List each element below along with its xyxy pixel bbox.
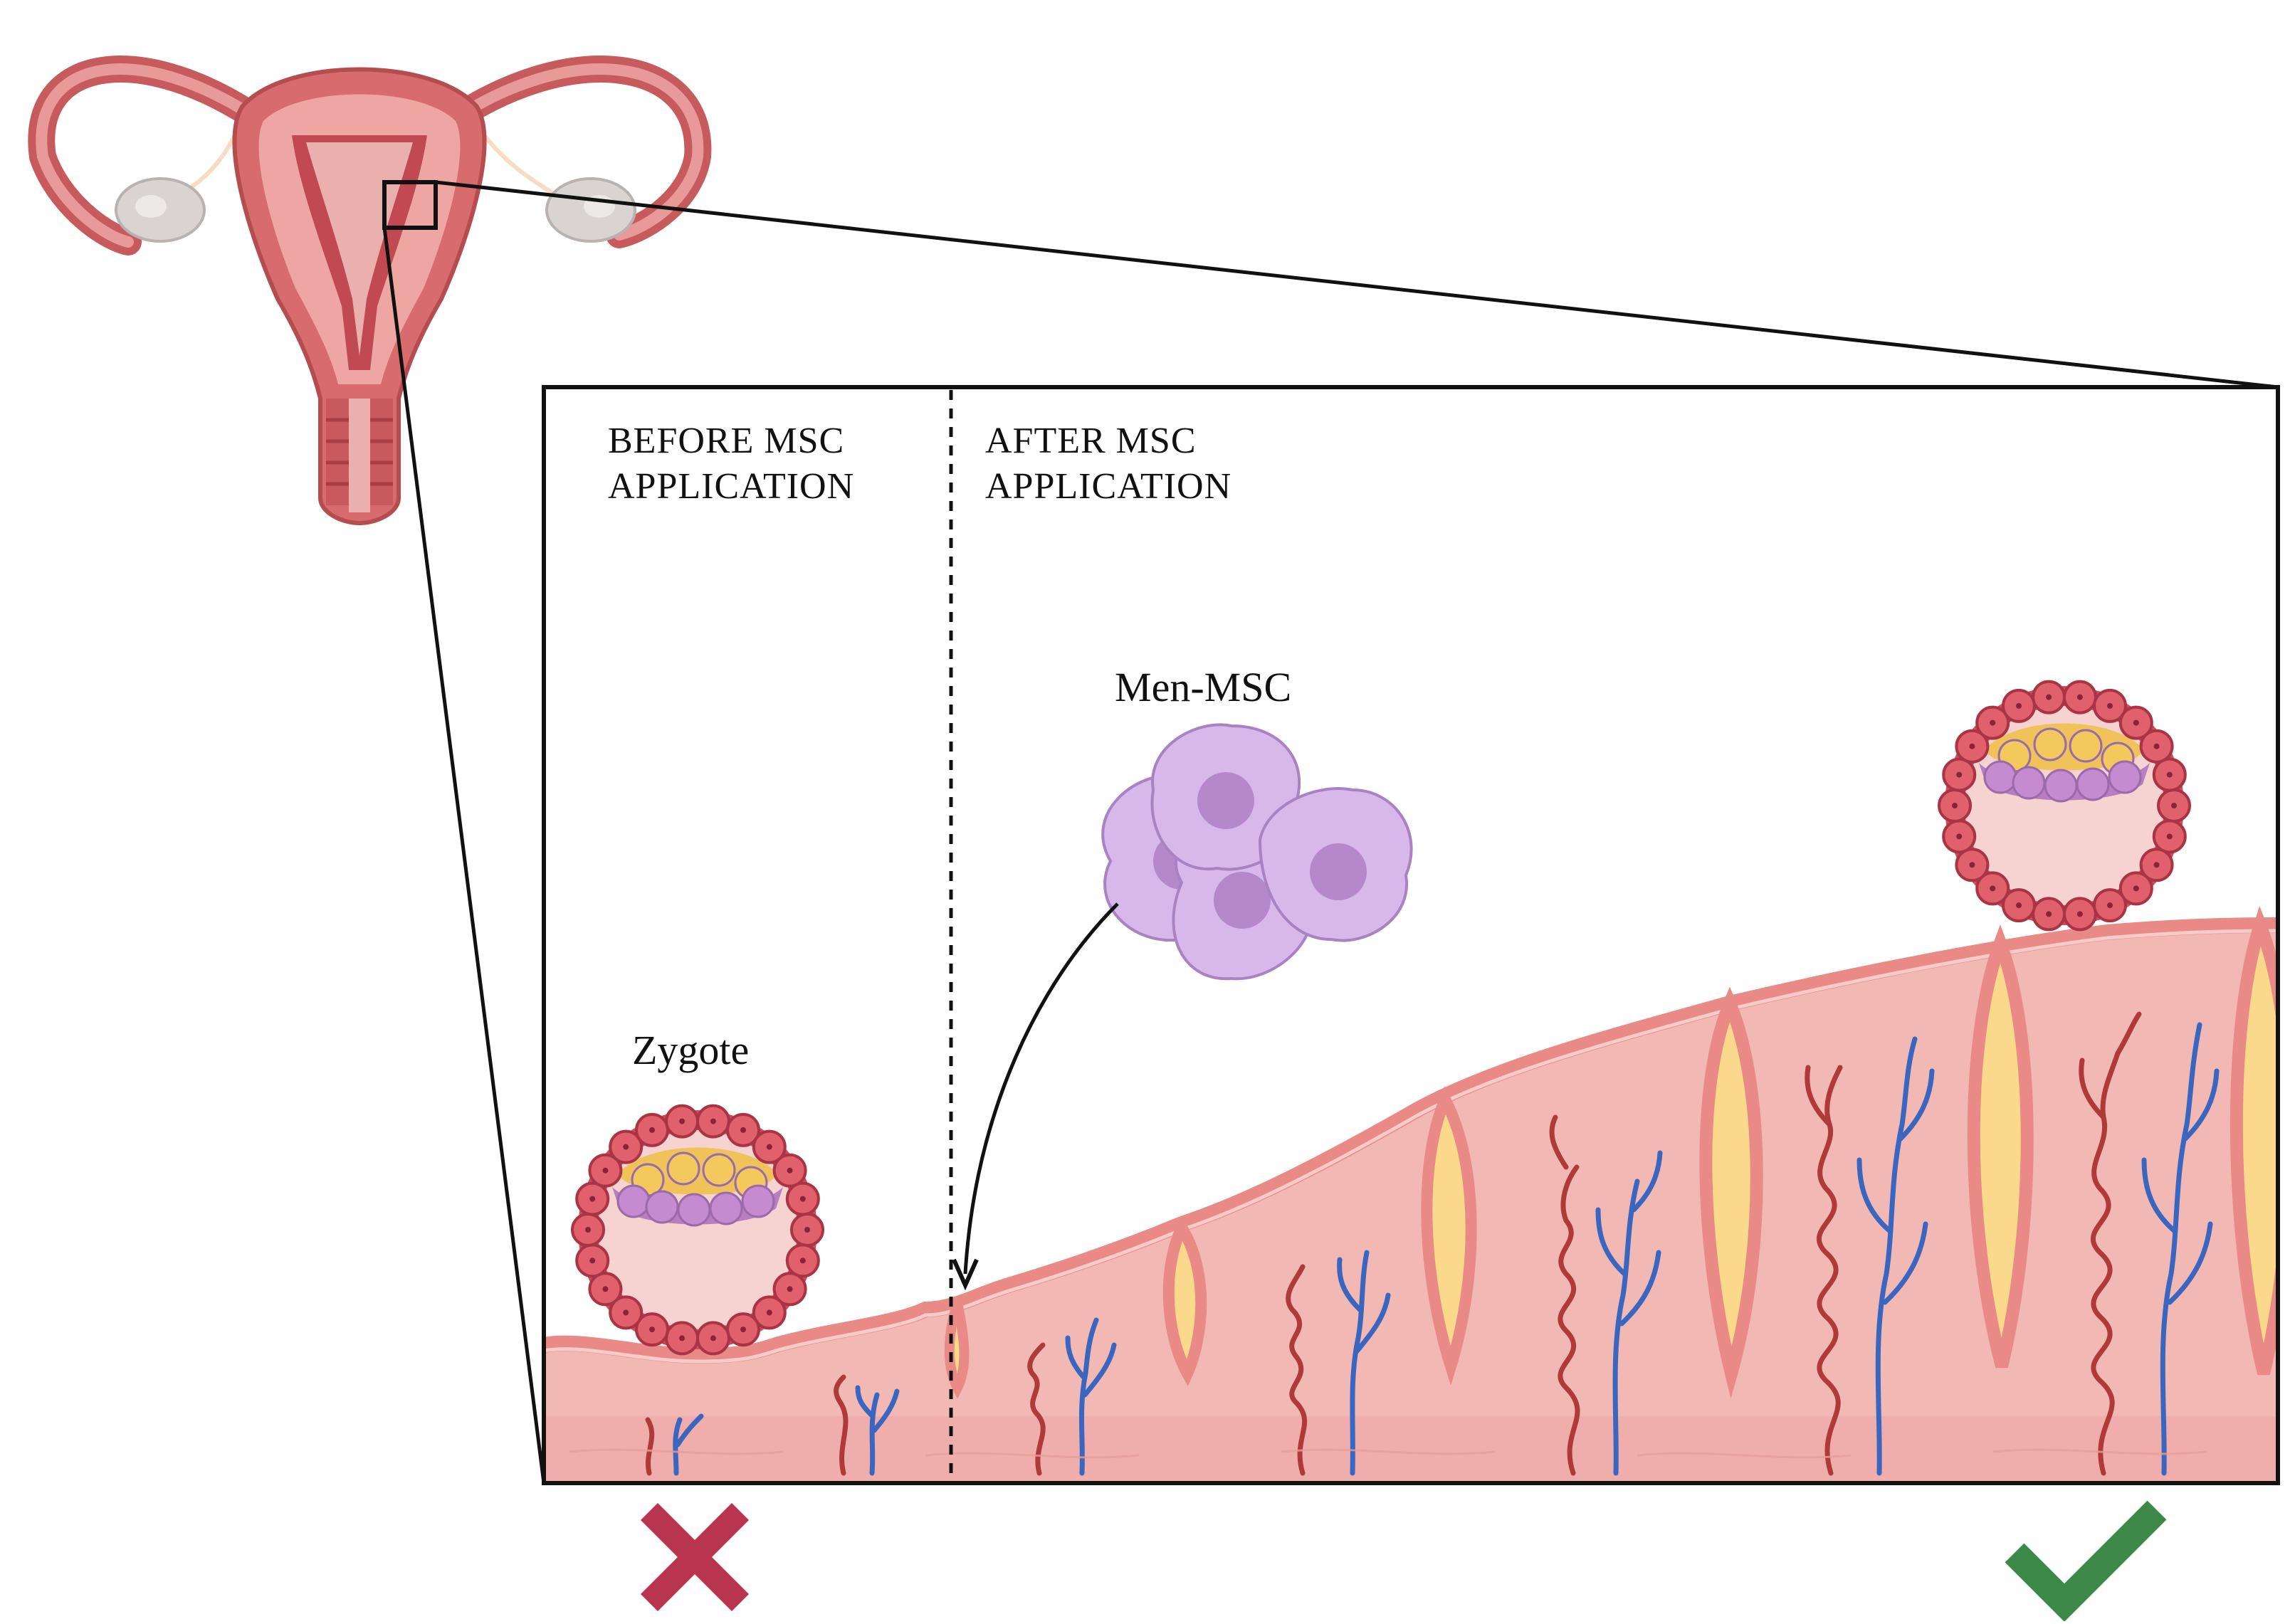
trophoblast-nucleus	[2107, 902, 2113, 909]
zygote-after	[1938, 680, 2191, 932]
trophoblast-nucleus	[1990, 719, 1996, 726]
zoom-panel	[542, 385, 2280, 1485]
trophoblast-nucleus	[799, 1196, 806, 1202]
zoom-line-top	[435, 180, 2279, 389]
trophoblast-nucleus	[2076, 911, 2083, 917]
cross-icon	[640, 1502, 750, 1612]
trophoblast-nucleus	[2171, 803, 2177, 808]
trophoblast-nucleus	[740, 1127, 746, 1133]
before-label: BEFORE MSC APPLICATION	[608, 418, 921, 510]
trophoblast-nucleus	[1956, 833, 1963, 840]
application-arrow	[963, 902, 1119, 1275]
trophoblast-nucleus	[1952, 803, 1958, 808]
trophoblast-nucleus	[766, 1144, 772, 1150]
after-label: AFTER MSC APPLICATION	[985, 418, 1298, 510]
trophoblast-nucleus	[649, 1327, 655, 1333]
veins	[673, 1022, 2220, 1476]
trophoblast-nucleus	[740, 1327, 746, 1333]
trophoblast-nucleus	[787, 1286, 793, 1292]
trophoblast-nucleus	[585, 1227, 591, 1233]
trophoblast-nucleus	[2166, 833, 2173, 840]
zygote-before	[571, 1104, 824, 1356]
trophoblast-nucleus	[1990, 885, 1996, 892]
inner-cell-mass-cell	[645, 1190, 679, 1224]
uterus-illustration	[28, 56, 712, 526]
check-icon	[2005, 1500, 2167, 1622]
uterine-glands	[944, 906, 2278, 1399]
trophoblast-nucleus	[2166, 771, 2173, 778]
inner-cell-mass-cell	[616, 1184, 651, 1218]
trophoblast-nucleus	[710, 1335, 716, 1341]
trophoblast-nucleus	[623, 1309, 629, 1316]
trophoblast-nucleus	[2153, 862, 2160, 868]
trophoblast-nucleus	[649, 1127, 655, 1133]
inner-cell-mass-cell	[741, 1184, 775, 1218]
trophoblast-nucleus	[1969, 862, 1975, 868]
after-label-line2: APPLICATION	[985, 466, 1232, 507]
zoom-line-bottom	[382, 227, 546, 1484]
trophoblast-nucleus	[710, 1118, 716, 1124]
trophoblast-nucleus	[602, 1167, 609, 1174]
trophoblast-nucleus	[2046, 911, 2052, 917]
trophoblast-nucleus	[2133, 719, 2139, 726]
inner-cell-mass-cell	[2108, 760, 2142, 794]
inner-cell-mass-cell	[2069, 729, 2103, 763]
trophoblast-nucleus	[799, 1257, 806, 1264]
trophoblast-nucleus	[2107, 702, 2113, 709]
trophoblast-nucleus	[804, 1227, 810, 1233]
inner-cell-mass-cell	[709, 1191, 743, 1225]
inner-cell-mass-cell	[666, 1151, 700, 1186]
zygote-label: Zygote	[632, 1027, 750, 1073]
trophoblast-nucleus	[2076, 694, 2083, 700]
inner-cell-mass-cell	[2076, 767, 2110, 801]
before-label-line1: BEFORE MSC	[608, 421, 845, 461]
inner-cell-mass-cell	[702, 1153, 736, 1187]
trophoblast-nucleus	[602, 1286, 609, 1292]
after-label-line1: AFTER MSC	[985, 421, 1197, 461]
inner-cell-mass-cell	[2044, 769, 2078, 803]
trophoblast-nucleus	[2016, 702, 2022, 709]
trophoblast-nucleus	[2133, 885, 2139, 892]
trophoblast-nucleus	[2016, 902, 2022, 909]
men-msc-cluster	[1101, 723, 1413, 981]
inner-cell-mass-cell	[2012, 766, 2046, 800]
trophoblast-nucleus	[623, 1144, 629, 1150]
spiral-arteries	[645, 1011, 2142, 1476]
trophoblast-nucleus	[589, 1196, 596, 1202]
trophoblast-nucleus	[589, 1257, 596, 1264]
inner-cell-mass-cell	[2033, 727, 2067, 761]
inner-cell-mass-cell	[677, 1193, 711, 1227]
trophoblast-nucleus	[679, 1335, 686, 1341]
trophoblast-nucleus	[2046, 694, 2052, 700]
trophoblast-nucleus	[2153, 743, 2160, 749]
men-msc-label: Men-MSC	[1115, 664, 1292, 710]
trophoblast-nucleus	[679, 1118, 686, 1124]
trophoblast-nucleus	[1969, 743, 1975, 749]
inner-cell-mass-cell	[1983, 760, 2017, 794]
trophoblast-nucleus	[787, 1167, 793, 1174]
trophoblast-nucleus	[1956, 771, 1963, 778]
before-label-line2: APPLICATION	[608, 466, 855, 507]
trophoblast-nucleus	[766, 1309, 772, 1316]
